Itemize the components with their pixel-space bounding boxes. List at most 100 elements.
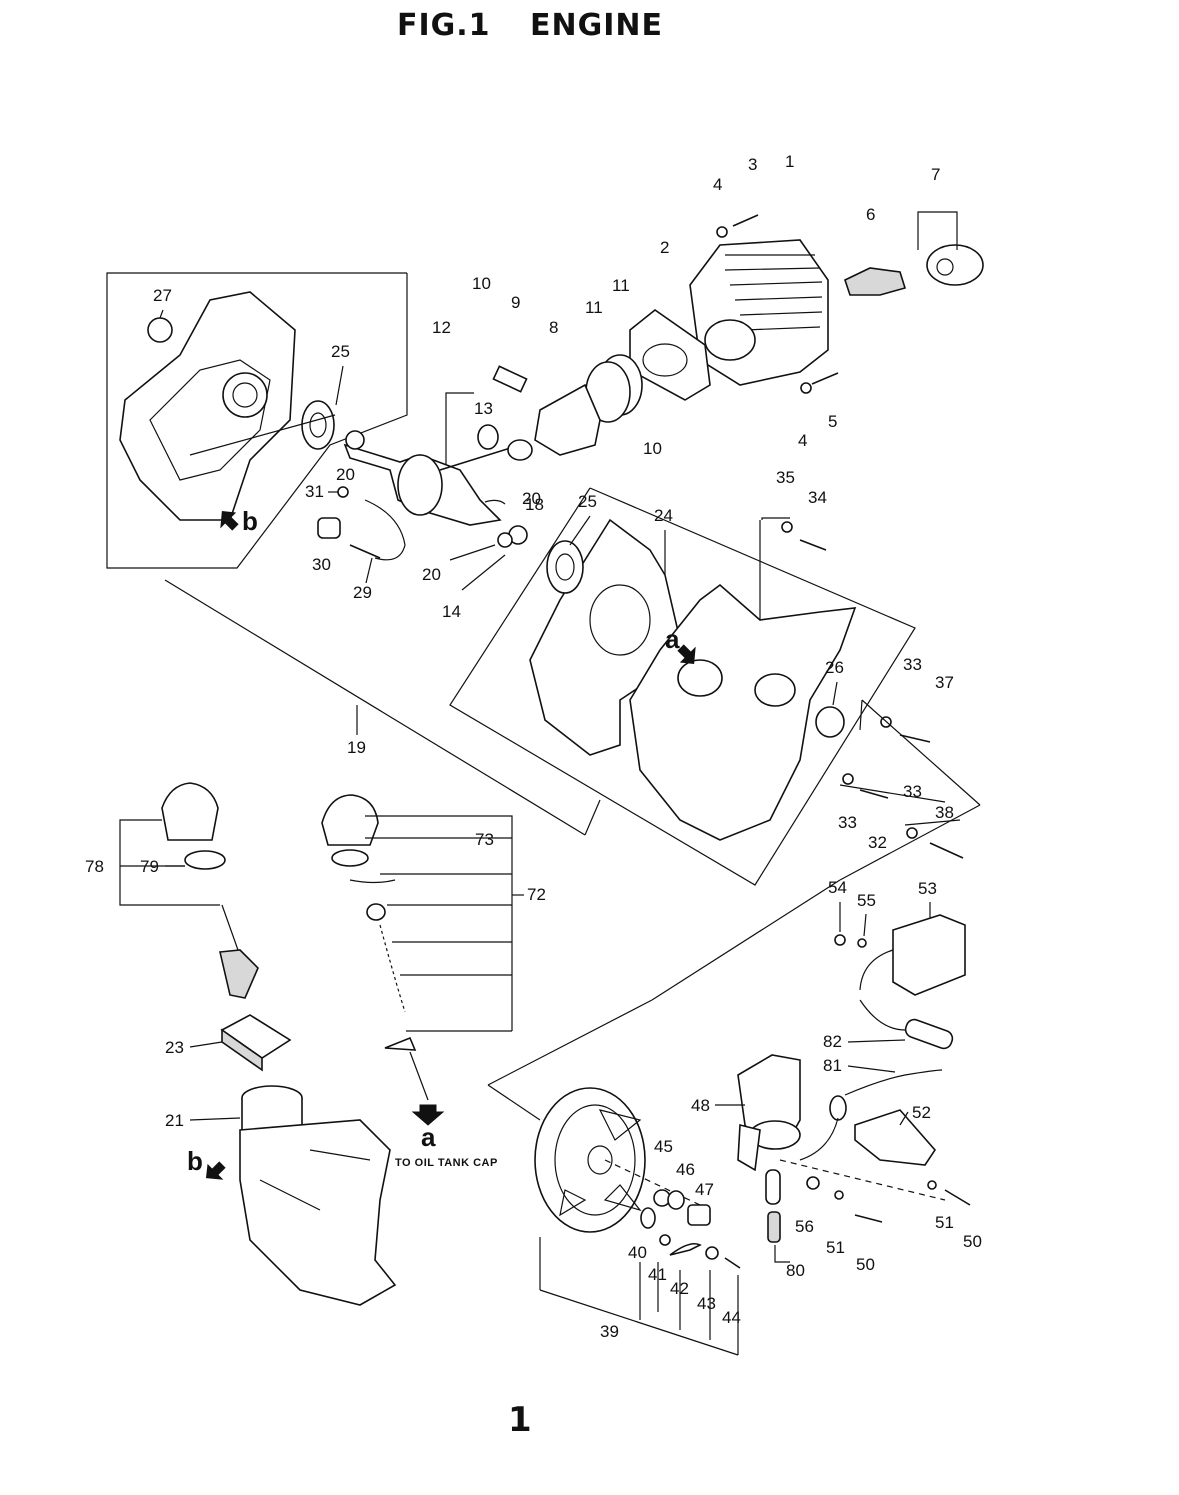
callout-48: 48 — [691, 1096, 710, 1115]
callout-54: 54 — [828, 878, 847, 897]
arrow-a2-icon — [411, 1104, 445, 1126]
callout-10b: 10 — [643, 439, 662, 458]
callout-20c: 20 — [522, 489, 541, 508]
flywheel-group — [487, 879, 841, 1356]
piston-part — [534, 383, 601, 456]
callout-12: 12 — [432, 318, 451, 337]
fuel-filter-part — [219, 949, 259, 999]
ignition-module-part — [892, 914, 966, 996]
callout-7: 7 — [931, 165, 940, 184]
callout-24: 24 — [654, 506, 673, 525]
marker-a-label: a — [665, 624, 680, 654]
callout-1: 1 — [785, 152, 794, 171]
callout-51: 51 — [935, 1213, 954, 1232]
callout-41: 41 — [648, 1265, 667, 1284]
callout-44: 44 — [722, 1308, 741, 1327]
callout-23: 23 — [165, 1038, 184, 1057]
arrow-b-icon — [220, 510, 239, 531]
callout-38: 38 — [935, 803, 954, 822]
callout-72: 72 — [527, 885, 546, 904]
callout-21: 21 — [165, 1111, 184, 1130]
ignition-group — [737, 804, 981, 1243]
marker-b2-label: b — [187, 1146, 203, 1176]
callout-46: 46 — [676, 1160, 695, 1179]
callout-10: 10 — [472, 274, 491, 293]
callout-79: 79 — [140, 857, 159, 876]
callout-80: 80 — [786, 1261, 805, 1280]
callout-82: 82 — [823, 1032, 842, 1051]
callout-8: 8 — [549, 318, 558, 337]
callout-52: 52 — [912, 1103, 931, 1122]
arrow-b2-icon — [205, 1161, 226, 1180]
pin-part — [492, 365, 528, 393]
callout-5: 5 — [828, 412, 837, 431]
callout-6: 6 — [866, 205, 875, 224]
figure-title: FIG.1 ENGINE — [0, 8, 1060, 43]
callout-26: 26 — [825, 658, 844, 677]
callout-13: 13 — [474, 399, 493, 418]
callout-33b: 33 — [838, 813, 857, 832]
page-number: 1 — [508, 1400, 532, 1440]
callout-45: 45 — [654, 1137, 673, 1156]
bearing-part — [546, 540, 584, 594]
callout-4: 4 — [713, 175, 722, 194]
callout-2: 2 — [660, 238, 669, 257]
crankcase-left-group — [106, 272, 408, 569]
arrow-markers: b a a TO OIL TANK CAP b — [187, 506, 696, 1180]
tank-group — [239, 1085, 397, 1306]
crankcase-right-group — [449, 487, 964, 886]
fuel-cap-group — [119, 782, 292, 1072]
fitting-part — [317, 517, 341, 539]
marker-a2-label: a — [421, 1122, 436, 1152]
oil-cap-part — [321, 794, 379, 846]
callout-11b: 11 — [585, 298, 603, 317]
callout-20: 20 — [336, 465, 355, 484]
callout-81: 81 — [823, 1056, 842, 1075]
callout-50b: 50 — [856, 1255, 875, 1274]
plug-cap-part — [926, 244, 984, 286]
callout-25b: 25 — [578, 492, 597, 511]
callout-53: 53 — [918, 879, 937, 898]
callout-14: 14 — [442, 602, 461, 621]
marker-b-label: b — [242, 506, 258, 536]
callout-3: 3 — [748, 155, 757, 174]
callout-55: 55 — [857, 891, 876, 910]
spark-plug-part — [844, 267, 907, 296]
callout-19: 19 — [347, 738, 366, 757]
figure-number: FIG.1 — [396, 8, 491, 43]
callout-29: 29 — [353, 583, 372, 602]
piston-crank-group — [317, 354, 643, 561]
fuel-cap-part — [161, 782, 219, 841]
flywheel-part — [534, 1087, 646, 1233]
callout-33c: 33 — [903, 782, 922, 801]
callout-39: 39 — [600, 1322, 619, 1341]
callout-47: 47 — [695, 1180, 714, 1199]
crankcase-gasket-part — [529, 518, 681, 756]
nut-part — [687, 1204, 711, 1226]
arrow-a-icon — [677, 644, 696, 665]
leader-lines — [164, 414, 981, 836]
callout-73: 73 — [475, 830, 494, 849]
callout-32: 32 — [868, 833, 887, 852]
callout-37: 37 — [935, 673, 954, 692]
callout-40: 40 — [628, 1243, 647, 1262]
tank-part — [239, 1119, 397, 1306]
figure-name: ENGINE — [530, 8, 663, 43]
callout-35: 35 — [776, 468, 795, 487]
callout-43: 43 — [697, 1294, 716, 1313]
callout-78: 78 — [85, 857, 104, 876]
callout-31: 31 — [305, 482, 324, 501]
callout-9: 9 — [511, 293, 520, 312]
callout-30: 30 — [312, 555, 331, 574]
callout-18: 18 — [525, 495, 544, 514]
callout-33: 33 — [903, 655, 922, 674]
crankcase-left-part — [119, 291, 296, 521]
callout-51b: 51 — [826, 1238, 845, 1257]
callout-27: 27 — [153, 286, 172, 305]
oil-tank-note: TO OIL TANK CAP — [395, 1157, 498, 1169]
callout-42: 42 — [670, 1279, 689, 1298]
callout-labels: 1 2 3 4 4 5 6 7 8 9 10 10 11 11 12 13 14… — [85, 152, 982, 1341]
callout-11: 11 — [612, 276, 630, 295]
callout-34: 34 — [808, 488, 827, 507]
